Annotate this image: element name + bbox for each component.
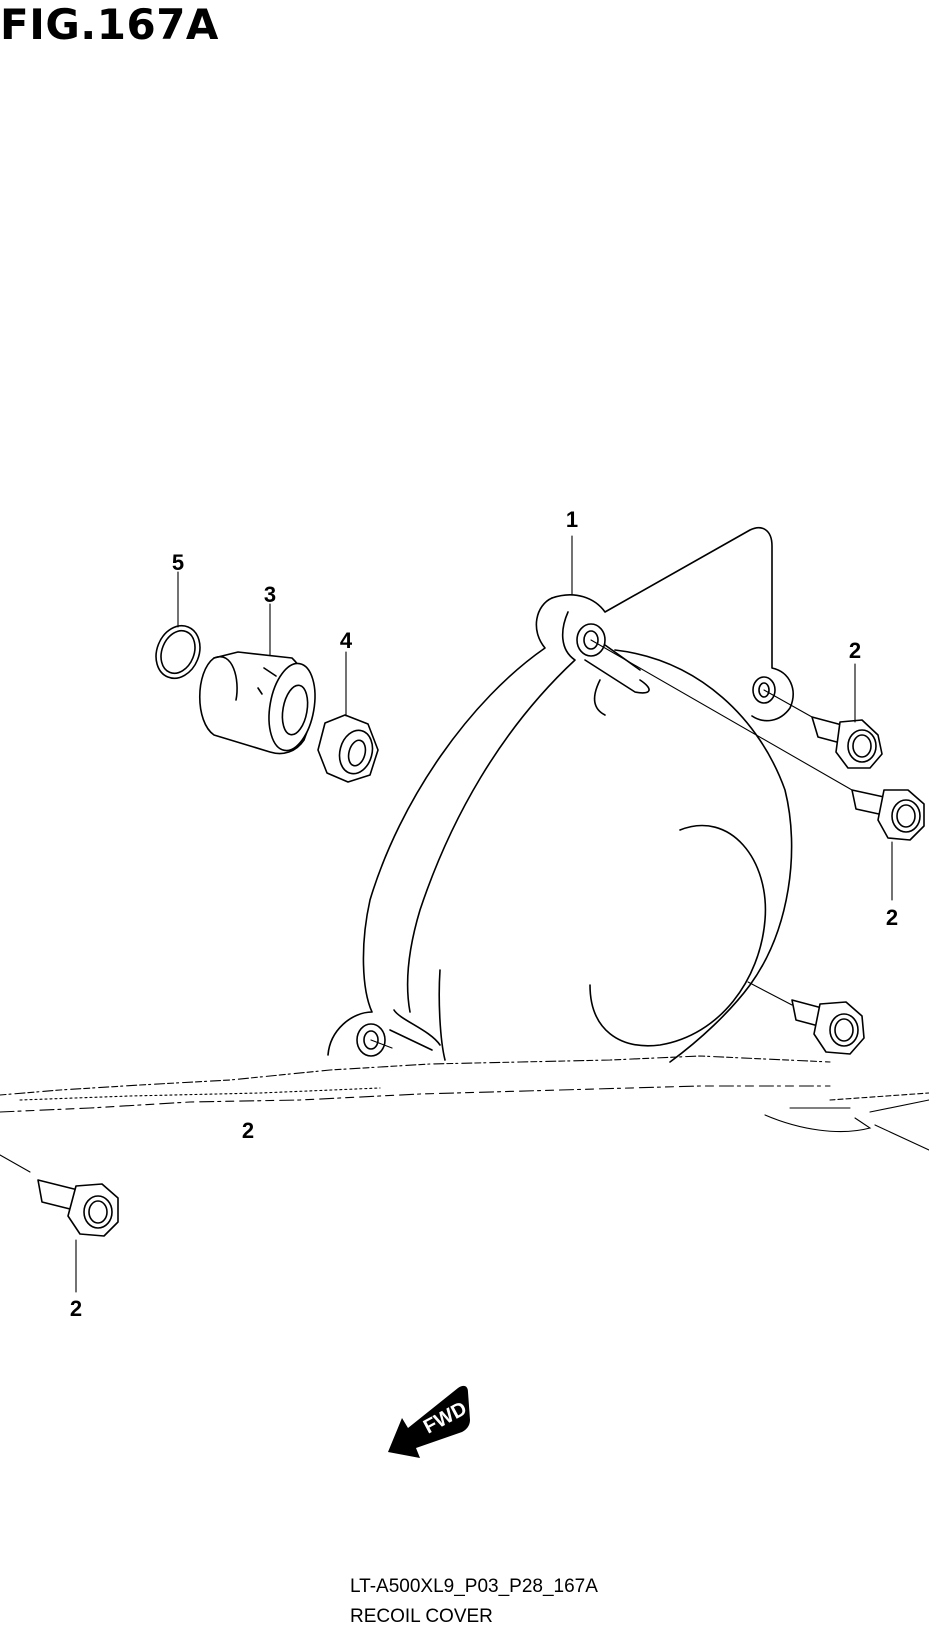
figure-code: LT-A500XL9_P03_P28_167A [350, 1576, 598, 1597]
callout-2-lower-left: 2 [70, 1296, 82, 1321]
figure-title: FIG.167A [0, 0, 219, 49]
bolt-upper-right-b [851, 789, 925, 841]
fwd-arrow-icon: FWD [388, 1385, 471, 1458]
nut [317, 714, 379, 783]
recoil-cover [327, 526, 794, 1063]
callout-1: 1 [566, 507, 578, 532]
bushing [198, 651, 316, 755]
callout-2-middle: 2 [242, 1118, 254, 1143]
o-ring [155, 624, 201, 680]
callout-2-upper-right: 2 [849, 638, 861, 663]
callout-3: 3 [264, 582, 276, 607]
cover-torn-edge [0, 1055, 929, 1151]
bolt-lower-right [791, 999, 865, 1055]
callout-2-right: 2 [886, 905, 898, 930]
bolt-lower-left [37, 1179, 119, 1237]
figure-name: RECOIL COVER [350, 1606, 493, 1627]
bolt-upper-right-a [811, 716, 883, 769]
callout-5: 5 [172, 550, 184, 575]
callout-4: 4 [340, 628, 353, 653]
leader-lines [75, 535, 893, 1293]
center-lines [0, 639, 853, 1173]
